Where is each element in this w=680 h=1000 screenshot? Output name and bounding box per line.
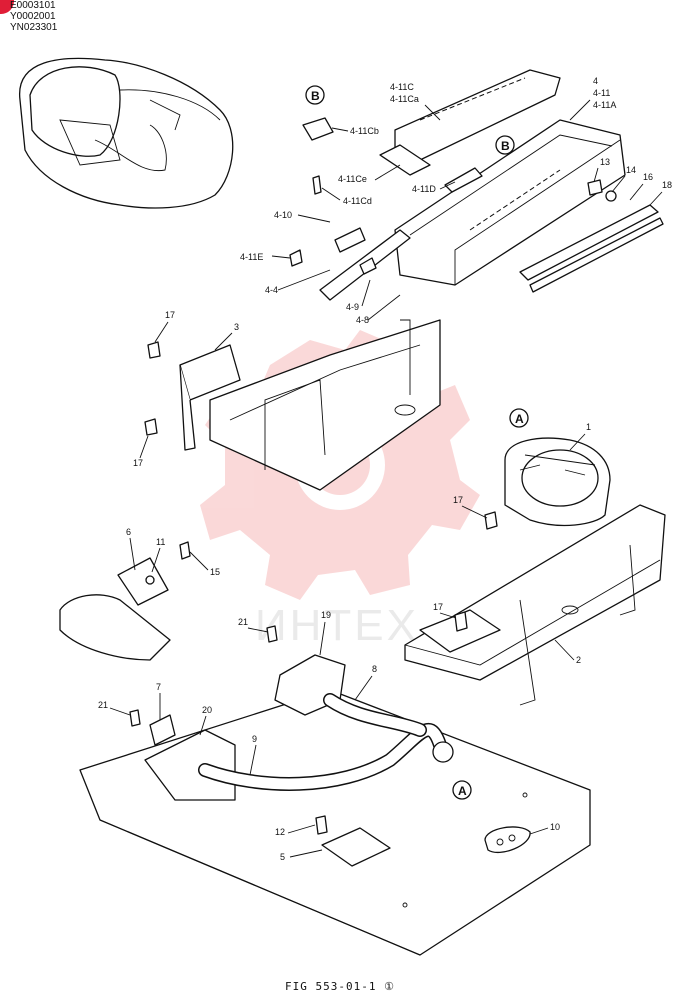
circle-label-a-hose: A	[452, 780, 472, 800]
callout: 7	[156, 682, 161, 692]
model-codes: E0003101 Y0002001 YN023301	[10, 0, 57, 33]
blower-unit-1	[484, 437, 611, 530]
callout: 20	[202, 705, 212, 715]
mount-6	[59, 541, 191, 661]
callout: 4-11A	[593, 100, 616, 110]
watermark-text: ИНТЕХ	[255, 601, 419, 650]
cover-5	[315, 815, 391, 867]
base-plate-2	[404, 504, 666, 706]
callout: 17	[433, 602, 443, 612]
callout: 17	[133, 458, 143, 468]
callout: 4-11	[593, 88, 610, 98]
callout: 8	[372, 664, 377, 674]
callout: 6	[126, 527, 131, 537]
circle-label-b-duct: B	[495, 135, 515, 155]
callout: 17	[165, 310, 175, 320]
model-code: E0003101	[10, 0, 56, 11]
circle-label-a-blower: A	[509, 408, 529, 428]
callout: 19	[321, 610, 331, 620]
callout: 18	[662, 180, 672, 190]
callout: 11	[156, 537, 165, 547]
callout: 4-11Ce	[338, 174, 367, 184]
callout: 21	[238, 617, 248, 627]
bracket-4-4	[289, 227, 411, 301]
callout: 12	[275, 827, 285, 837]
callout: 5	[280, 852, 285, 862]
model-code: YN023301	[10, 22, 58, 33]
duct-assembly-4-11	[379, 69, 626, 286]
callout: 15	[210, 567, 220, 577]
figure-caption: FIG 553-01-1 ①	[285, 980, 395, 993]
svg-text:A: A	[515, 412, 524, 426]
callout: 9	[252, 734, 257, 744]
model-code: Y0002001	[10, 11, 56, 22]
callout: 4-4	[265, 285, 278, 295]
callout: 14	[626, 165, 636, 175]
callout: 1	[586, 422, 591, 432]
callout: 4-11Cd	[343, 196, 372, 206]
rail-16-18	[519, 179, 664, 293]
frame-bracket-3	[144, 319, 441, 491]
callout: 4-11D	[412, 184, 436, 194]
svg-text:A: A	[458, 784, 467, 798]
callout: 10	[550, 822, 560, 832]
grommet-10	[484, 826, 531, 854]
callout: 17	[453, 495, 463, 505]
callout: 4-10	[274, 210, 292, 220]
callout: 3	[234, 322, 239, 332]
inset-cab-view	[19, 57, 234, 209]
callout-labels: 4 4-11 4-11A 4-11C 4-11Ca 4-11Cb 4-11Ce …	[98, 76, 672, 862]
leader-lines	[109, 99, 663, 858]
callout: 21	[98, 700, 108, 710]
svg-text:B: B	[501, 139, 510, 153]
callout: 4	[593, 76, 598, 86]
callout: 4-11E	[240, 252, 263, 262]
clip-4-11Cb	[302, 117, 334, 195]
callout: 4-8	[356, 315, 369, 325]
callout: 4-9	[346, 302, 359, 312]
circle-label-b-top: B	[305, 85, 325, 105]
callout: 4-11C	[390, 82, 414, 92]
callout: 16	[643, 172, 653, 182]
hose-8-9	[129, 625, 454, 801]
callout: 4-11Ca	[390, 94, 419, 104]
callout: 2	[576, 655, 581, 665]
svg-text:B: B	[311, 89, 320, 103]
callout: 4-11Cb	[350, 126, 379, 136]
callout: 13	[600, 157, 610, 167]
